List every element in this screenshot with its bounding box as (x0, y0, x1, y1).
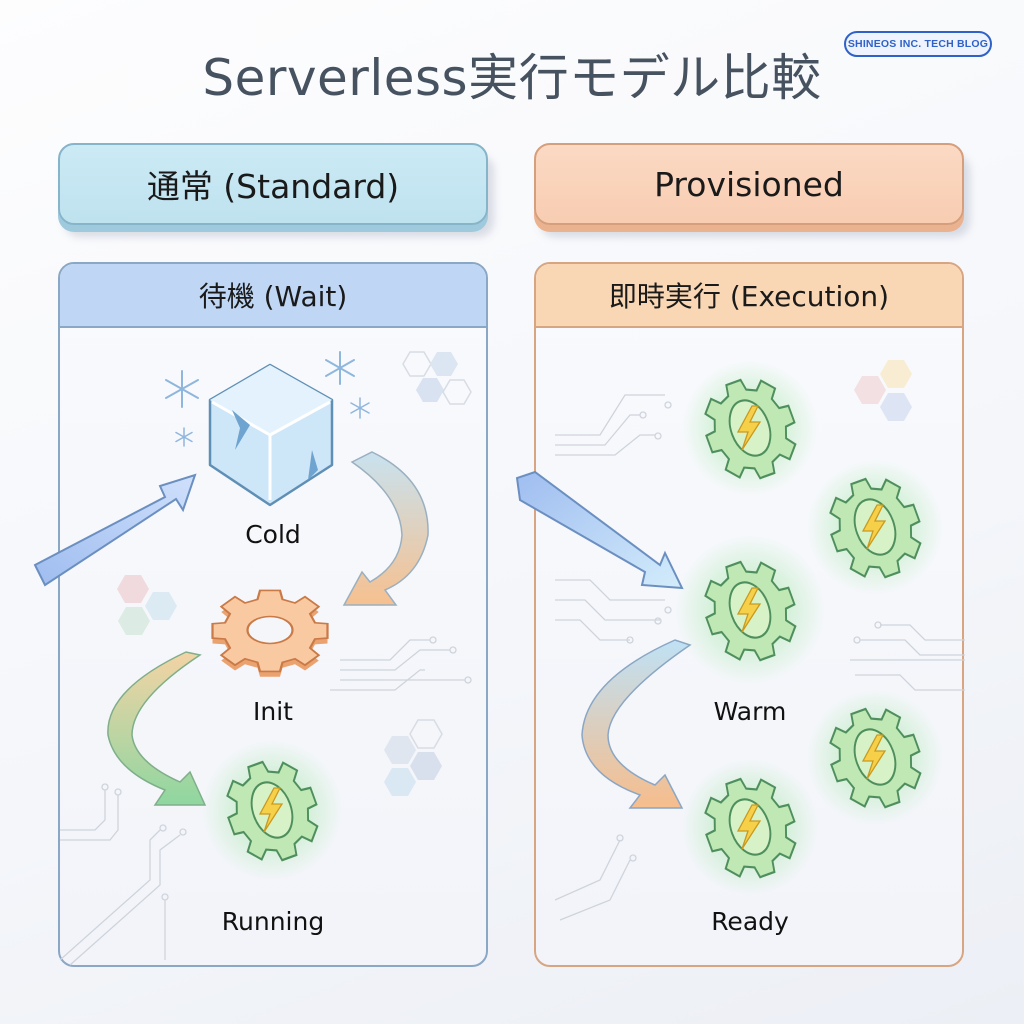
provisioned-panel-title: 即時実行 (Execution) (536, 264, 962, 328)
provisioned-header: Provisioned (534, 143, 964, 225)
brand-badge: SHINEOS INC. TECH BLOG (844, 31, 992, 57)
standard-header: 通常 (Standard) (58, 143, 488, 225)
standard-panel-title: 待機 (Wait) (60, 264, 486, 328)
stage-label-init: Init (253, 697, 293, 726)
page-title: Serverless実行モデル比較 (202, 49, 822, 107)
stage-label-cold: Cold (245, 520, 301, 549)
stage-label-ready: Ready (711, 907, 789, 936)
stage-label-running: Running (221, 907, 325, 936)
standard-panel: 待機 (Wait) (58, 262, 488, 967)
provisioned-panel: 即時実行 (Execution) (534, 262, 964, 967)
stage-label-warm: Warm (713, 697, 787, 726)
